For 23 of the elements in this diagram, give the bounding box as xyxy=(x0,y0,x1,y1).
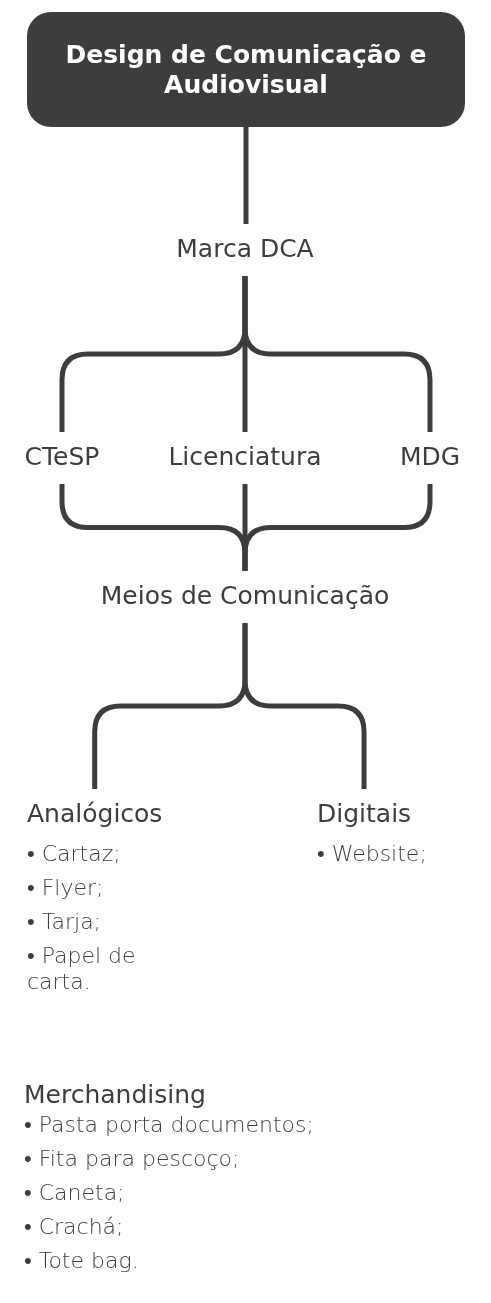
node-label: Analógicos xyxy=(27,799,163,829)
node-label: Digitais xyxy=(317,799,412,829)
node-label: Meios de Comunicação xyxy=(100,581,390,611)
node-label: MDG xyxy=(399,442,461,472)
list-item: • Cartaz; xyxy=(27,841,121,868)
title-box: Design de Comunicação e Audiovisual xyxy=(27,12,465,127)
node-label: Licenciatura xyxy=(168,442,322,472)
connector-line xyxy=(242,623,367,789)
list-item: • Tote bag. xyxy=(24,1248,139,1274)
list-item: • Flyer; xyxy=(27,875,104,902)
list-item: • Tarja; xyxy=(27,909,102,936)
list-item: • Pasta porta documentos; xyxy=(24,1112,314,1138)
node-label: Marca DCA xyxy=(176,234,314,264)
node-label: CTeSP xyxy=(24,442,100,472)
connector-line xyxy=(243,127,249,224)
list-item: • Crachá; xyxy=(24,1214,124,1240)
list-item: • Caneta; xyxy=(24,1180,125,1206)
connector-line xyxy=(242,484,433,571)
list-item: • Website; xyxy=(317,841,427,868)
list-item: • Fita para pescoço; xyxy=(24,1146,240,1172)
section-heading: Merchandising xyxy=(24,1080,206,1109)
connector-line xyxy=(242,276,433,432)
list-item: • Papel de carta. xyxy=(27,943,137,996)
